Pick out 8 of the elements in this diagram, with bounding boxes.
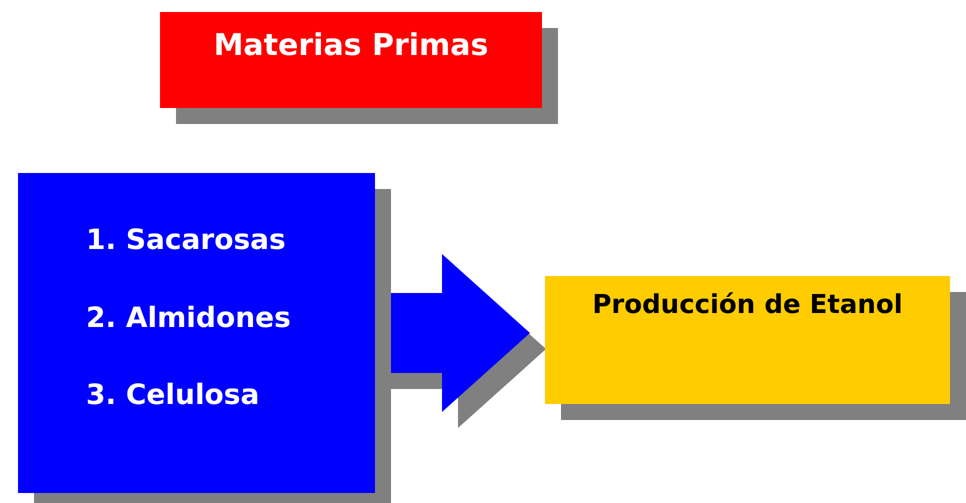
process-box <box>545 276 950 404</box>
process-text: Producción de Etanol <box>591 290 904 322</box>
list-item: 1. Sacarosas <box>86 223 286 257</box>
list-box <box>18 173 375 493</box>
list-item: 2. Almidones <box>86 300 291 334</box>
title-text: Materias Primas <box>212 28 490 64</box>
list-item: 3. Celulosa <box>86 378 260 412</box>
title-box <box>160 12 542 108</box>
